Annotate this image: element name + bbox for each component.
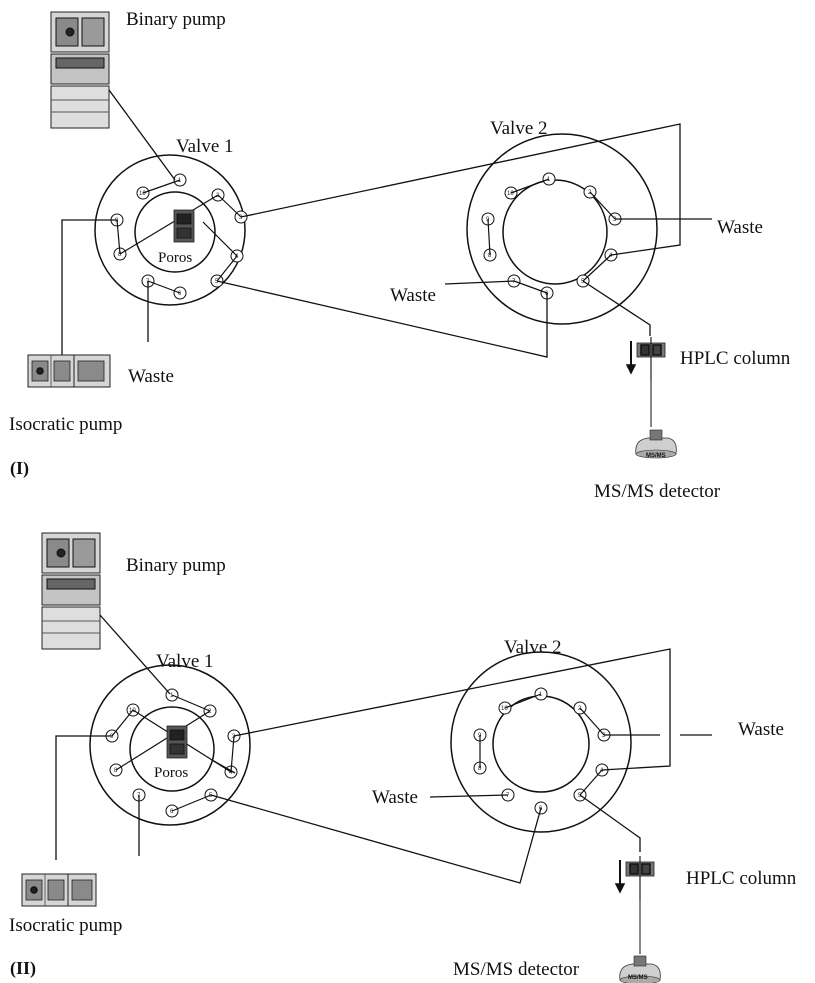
msms-badge-2: MS/MS xyxy=(628,975,648,981)
poros-cartridge-2 xyxy=(167,726,187,758)
panel-1-diagram: 12 34 56 78 910 Poros xyxy=(28,12,712,459)
panel-2-diagram: 12 34 56 78 910 Poros xyxy=(22,533,712,983)
tubing-panel-2 xyxy=(56,615,712,883)
valve-2-port-numbers-panel-2: 12 34 56 78 910 xyxy=(478,692,606,812)
binary-pump-device-2 xyxy=(42,533,100,649)
poros-cartridge-1 xyxy=(174,210,194,242)
isocratic-pump-device-2 xyxy=(22,874,96,906)
poros-label-2: Poros xyxy=(154,765,188,781)
hplc-column-device-2 xyxy=(616,856,654,954)
isocratic-pump-device-1 xyxy=(28,355,110,387)
msms-badge-1: MS/MS xyxy=(646,453,666,459)
binary-pump-device-1 xyxy=(51,12,109,128)
poros-label-1: Poros xyxy=(158,250,192,266)
hplc-column-device-1 xyxy=(627,337,665,427)
